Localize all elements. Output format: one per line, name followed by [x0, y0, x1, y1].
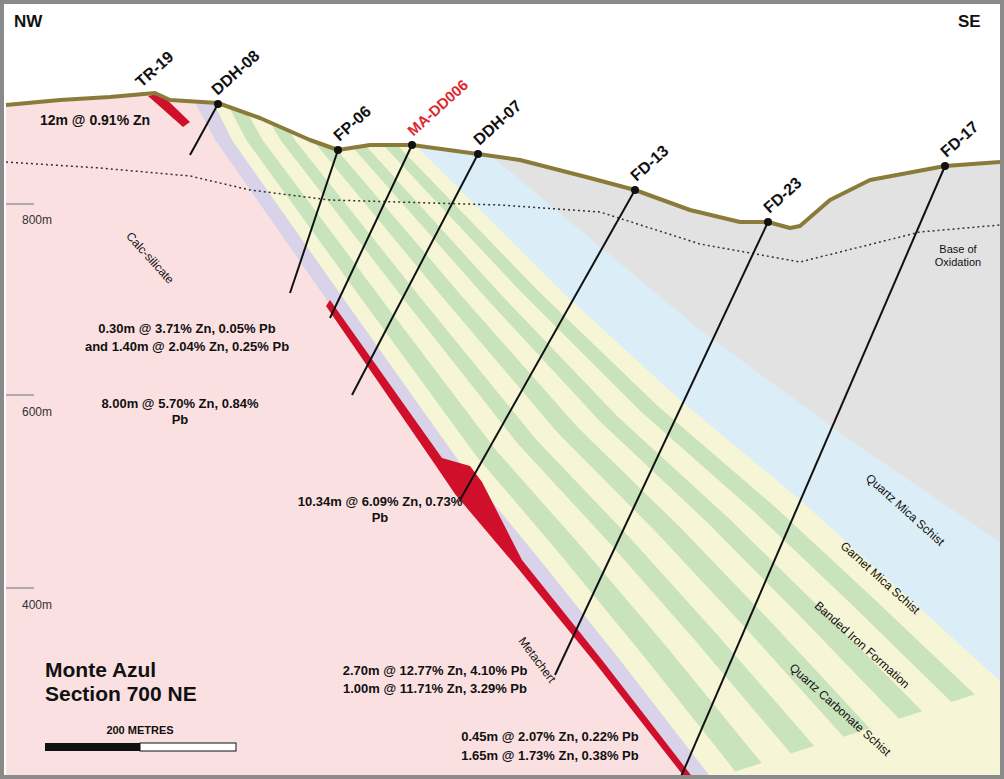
elevation-label: 400m [22, 598, 52, 612]
hole-label: FD-13 [627, 141, 673, 185]
intercept-label: 1.00m @ 11.71% Zn, 3.29% Pb [343, 681, 527, 697]
title: Monte Azul Section 700 NE [45, 658, 223, 706]
drill-holes [190, 104, 945, 779]
rock-label: Quartz Carbonate Schist [786, 661, 893, 760]
calc-silicate [0, 0, 690, 779]
elevation-ticks [6, 204, 34, 588]
hole-label: FD-23 [760, 173, 806, 217]
elevation-label: 800m [22, 213, 52, 227]
intercept-label: 0.45m @ 2.07% Zn, 0.22% Pb [461, 729, 638, 745]
rock-label: Garnet Mica Schist [838, 539, 923, 618]
rock-label: Calc-silicate [123, 229, 177, 287]
hole-label: FD-17 [937, 117, 983, 161]
intercept-label: 0.30m @ 3.71% Zn, 0.05% Pb [98, 321, 275, 337]
oxidation-line [6, 162, 1000, 262]
direction-label: NW [14, 12, 42, 32]
scale-bar [45, 743, 236, 751]
hole-label: DDH-08 [208, 46, 264, 99]
rock-label: Banded Iron Formation [812, 599, 913, 692]
direction-label: SE [958, 12, 981, 32]
topography [6, 93, 1000, 228]
elevation-label: 600m [22, 405, 52, 419]
hole-label: DDH-07 [470, 96, 526, 149]
hole-label: TR-19 [132, 47, 178, 91]
intercept-label: 2.70m @ 12.77% Zn, 4.10% Pb [343, 663, 528, 679]
rock-label: Quartz Mica Schist [863, 471, 947, 549]
hole-label: FP-06 [330, 102, 375, 145]
hole-label: MA-DD006 [404, 76, 472, 140]
quartz-mica-schist [470, 0, 1004, 545]
rock-label: Base of Oxidation [918, 243, 998, 269]
intercept-label: 8.00m @ 5.70% Zn, 0.84% Pb [100, 396, 260, 427]
collars [214, 100, 949, 226]
ore-lens [326, 300, 694, 779]
scale-label: 200 METRES [106, 724, 173, 737]
intercept-label: 12m @ 0.91% Zn [40, 112, 150, 129]
intercept-label: and 1.40m @ 2.04% Zn, 0.25% Pb [85, 339, 289, 355]
intercept-label: 1.65m @ 1.73% Zn, 0.38% Pb [461, 748, 638, 764]
intercept-label: 10.34m @ 6.09% Zn, 0.73% Pb [298, 494, 463, 525]
